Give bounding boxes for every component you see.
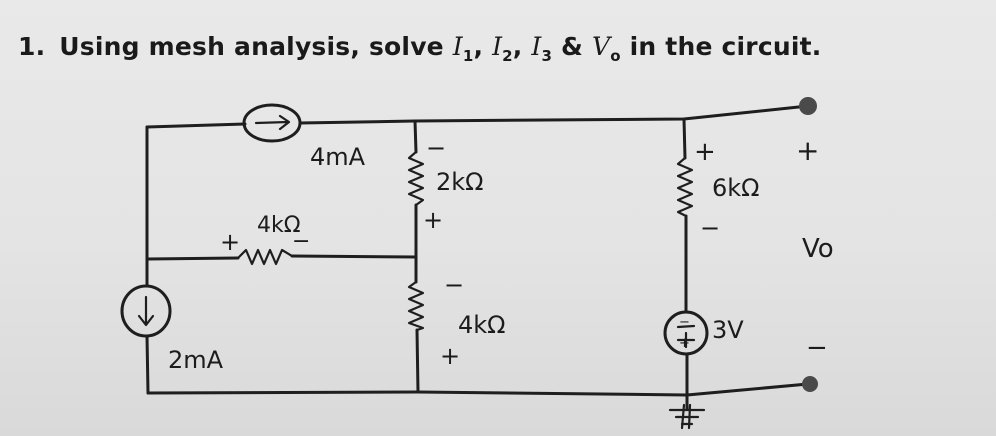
resistor-left-4k	[236, 248, 294, 266]
separator: ,	[512, 32, 532, 61]
var-i2: I	[492, 32, 503, 61]
label-resistor-mid-top: 2kΩ	[436, 168, 484, 196]
label-voltage-source-plus: +	[679, 336, 690, 351]
label-output-vo: Vo	[802, 234, 834, 264]
label-resistor-left-plus: +	[220, 228, 240, 256]
label-resistor-mid-top-plus: +	[423, 206, 443, 234]
label-voltage-source: 3V	[712, 316, 744, 344]
label-resistor-right: 6kΩ	[712, 174, 760, 202]
output-terminal-top	[799, 97, 817, 115]
label-resistor-right-minus: −	[700, 214, 720, 242]
var-i1: I	[452, 32, 463, 61]
sub-1: 1	[462, 47, 474, 65]
sub-o: o	[610, 47, 621, 65]
label-resistor-left-minus: −	[292, 229, 310, 254]
current-source-4ma	[242, 103, 302, 143]
circuit-wires	[145, 104, 810, 397]
resistor-mid-bottom-4k	[407, 280, 425, 332]
label-output-plus: +	[796, 134, 819, 167]
question-text-before: Using mesh analysis, solve	[59, 32, 453, 61]
resistor-right-6k	[676, 156, 694, 218]
label-4ma: 4mA	[310, 143, 366, 171]
label-resistor-mid-bottom: 4kΩ	[458, 311, 506, 339]
label-output-minus: −	[806, 333, 828, 363]
label-resistor-right-plus: +	[694, 137, 716, 167]
var-v: V	[591, 32, 611, 61]
label-2ma: 2mA	[168, 346, 224, 374]
sub-3: 3	[541, 47, 553, 65]
question-text-after: in the circuit.	[620, 32, 822, 61]
problem-statement: 1.Using mesh analysis, solve I1, I2, I3 …	[18, 32, 821, 65]
separator: ,	[473, 32, 493, 61]
label-resistor-mid-top-minus: −	[426, 134, 446, 162]
label-voltage-source-minus: −	[679, 315, 690, 330]
ground-icon	[668, 393, 706, 430]
label-resistor-mid-bottom-plus: +	[440, 342, 460, 370]
label-resistor-left: 4kΩ	[257, 213, 301, 238]
resistor-mid-top-2k	[407, 150, 425, 207]
voltage-source-3v	[663, 310, 709, 356]
label-resistor-mid-bottom-minus: −	[444, 271, 464, 299]
ampersand: &	[552, 32, 592, 61]
output-terminal-bottom	[802, 376, 818, 392]
sub-2: 2	[502, 47, 513, 65]
var-i3: I	[531, 32, 542, 61]
question-number: 1.	[18, 32, 46, 61]
current-source-2ma	[120, 284, 172, 338]
